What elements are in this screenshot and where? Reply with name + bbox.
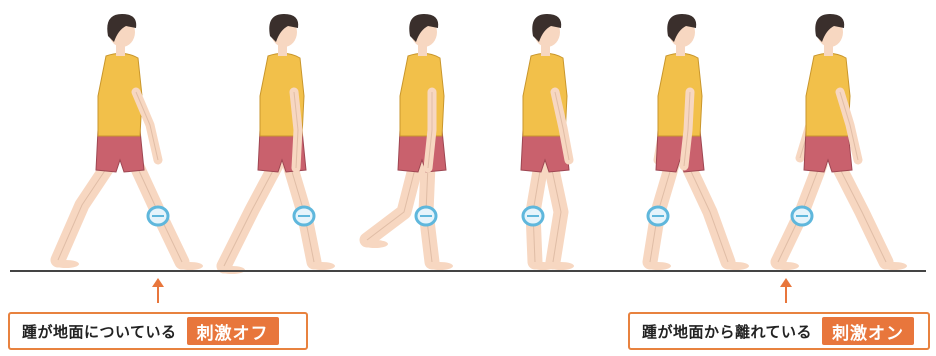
stimulation-off-badge: 刺激オフ xyxy=(187,317,279,345)
front-leg xyxy=(551,165,561,262)
heel-contact-callout: 踵が地面についている 刺激オフ xyxy=(8,312,308,350)
back-leg xyxy=(58,160,112,260)
walking-figure-3 xyxy=(362,14,453,270)
shirt xyxy=(400,53,444,136)
shirt xyxy=(658,53,702,136)
walking-figures xyxy=(53,14,907,274)
arrow-left xyxy=(152,278,164,303)
heel-contact-label: 踵が地面についている xyxy=(22,321,177,342)
front-foot xyxy=(881,262,907,270)
back-foot xyxy=(773,262,799,270)
walking-figure-6 xyxy=(773,14,907,270)
front-foot xyxy=(309,262,335,270)
front-foot xyxy=(548,262,574,270)
front-foot xyxy=(177,262,203,270)
walking-figure-1 xyxy=(53,14,203,270)
heel-off-label: 踵が地面から離れている xyxy=(642,321,812,342)
arrow-right xyxy=(780,278,792,303)
walking-figure-2 xyxy=(219,14,335,274)
stimulation-on-badge: 刺激オン xyxy=(822,317,914,345)
front-foot xyxy=(427,262,453,270)
heel-off-callout: 踵が地面から離れている 刺激オン xyxy=(628,312,930,350)
back-foot xyxy=(362,240,388,248)
back-foot xyxy=(645,262,671,270)
back-foot xyxy=(53,260,79,268)
walking-figure-5 xyxy=(645,14,749,270)
walking-figure-4 xyxy=(521,14,574,270)
back-leg xyxy=(367,165,416,240)
front-foot xyxy=(723,262,749,270)
front-leg xyxy=(688,165,728,262)
front-arm xyxy=(428,92,432,168)
front-arm xyxy=(294,92,298,168)
